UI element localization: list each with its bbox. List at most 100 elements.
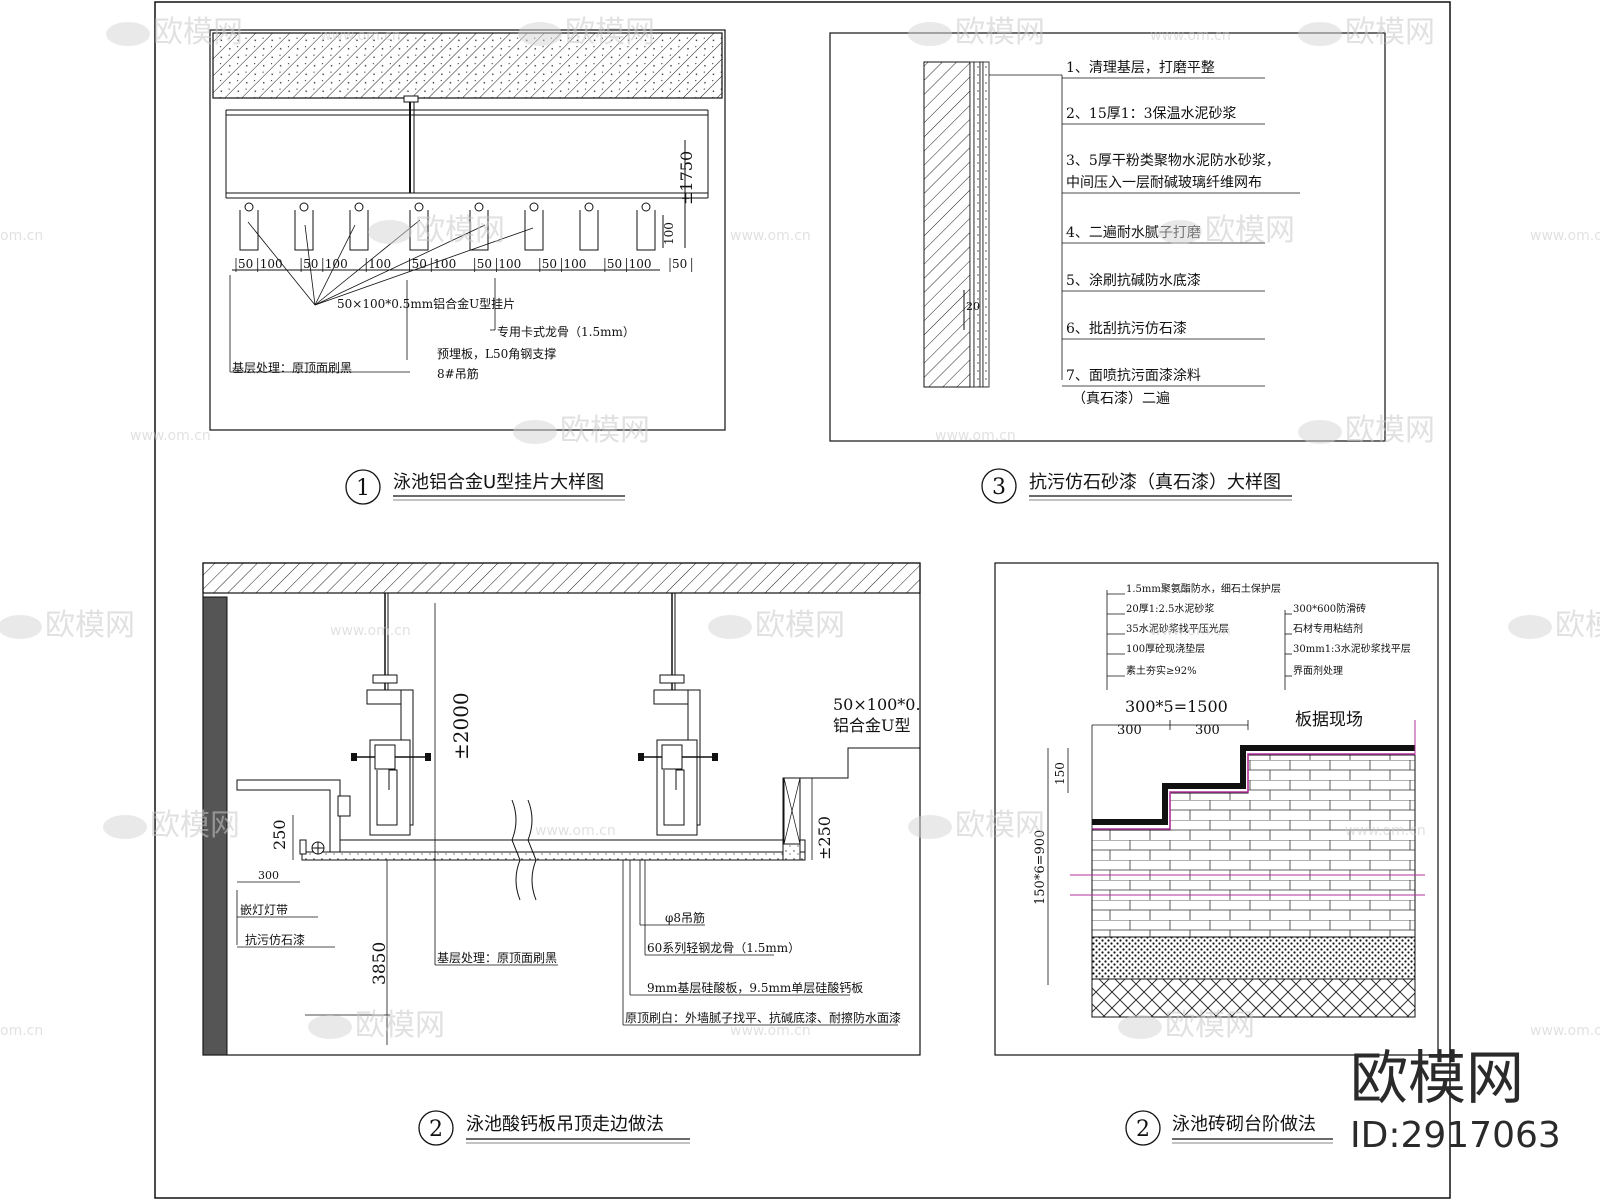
watermark-url: www.om.cn (1530, 228, 1600, 244)
label-u-strip: 50×100*0.5mm铝合金U型挂片 (337, 296, 515, 311)
calcium-board (301, 851, 806, 861)
dim-300-a: 300 (1117, 723, 1142, 738)
dim-300: 300 (258, 869, 279, 882)
panel-1-number: 1 (356, 476, 370, 501)
label-rod: 8#吊筋 (437, 366, 479, 381)
watermark-url: www.om.cn (730, 228, 811, 244)
watermark-logo: 欧模网 (153, 15, 243, 50)
step-note-left: 1.5mm聚氨酯防水，细石土保护层 (1126, 582, 1281, 595)
dim-300-b: 300 (1195, 723, 1220, 738)
panel-2b-number-circle (1125, 1110, 1161, 1146)
strip-clip (244, 202, 254, 212)
spacing-label: 100 (368, 257, 391, 271)
watermark-logo: 欧模网 (1165, 1008, 1255, 1043)
watermark-url: www.om.cn (1345, 823, 1426, 839)
strip-clip (414, 202, 424, 212)
watermark-logo: 欧模网 (1345, 15, 1435, 50)
panel-3-number: 3 (992, 475, 1006, 500)
step-note-left: 100厚砼现浇垫层 (1126, 642, 1205, 655)
layer-note: 3、5厚干粉类聚物水泥防水砂浆， (1066, 153, 1280, 169)
u-strip (294, 210, 314, 251)
strip-clip (299, 202, 309, 212)
panel-2-brick-step-detail: 300*5=1500 300 300 板据现场 150 150*6=900 1.… (994, 562, 1439, 1146)
layer-notes: 1、清理基层，打磨平整 2、15厚1：3保温水泥砂浆 3、5厚干粉类聚物水泥防水砂浆… (1062, 59, 1300, 407)
watermark-url: www.om.cn (130, 428, 211, 444)
panel-2b-title: 泳池砖砌台阶做法 (1172, 1114, 1316, 1135)
watermark-logo: 欧模网 (1205, 213, 1295, 248)
hanger-nut (372, 674, 398, 684)
step-layer-notes: 1.5mm聚氨酯防水，细石土保护层20厚1:2.5水泥砂浆35水泥砂浆找平压光层… (1107, 582, 1411, 677)
dim-20: 20 (966, 300, 980, 313)
step-note-right: 石材专用粘结剂 (1293, 622, 1363, 635)
dim-1500: 300*5=1500 (1125, 697, 1228, 716)
layer-note: 1、清理基层，打磨平整 (1066, 59, 1215, 76)
watermark-url: www.om.cn (330, 623, 411, 639)
step-note-right: 300*600防滑砖 (1293, 602, 1366, 615)
dim-100: 100 (662, 222, 676, 245)
hanger-nut (659, 674, 685, 684)
spacing-label: 100 (325, 257, 348, 271)
u-strip (524, 210, 544, 251)
panel-2a-leaders (236, 850, 898, 1045)
label-embed-plate: 预埋板，L50角钢支撑 (437, 346, 556, 361)
spacing-label: 100 (260, 257, 283, 271)
panel-3-frame (829, 32, 1386, 442)
spacing-label: 100 (498, 257, 521, 271)
compacted-soil (1091, 978, 1416, 1018)
label-u-strip-1: 50×100*0. (833, 695, 921, 714)
spacing-label: 50 (412, 257, 427, 271)
panel-2b-number: 2 (1136, 1117, 1150, 1142)
strip-clip (641, 202, 651, 212)
wall-section (923, 61, 971, 388)
dim-pm-250: ±250 (815, 816, 834, 860)
watermark-logo: 欧模网 (955, 808, 1045, 843)
panel-2a-number: 2 (429, 1117, 443, 1142)
brand-logo-text: 欧模网 (1350, 1044, 1524, 1112)
layer-note: 5、涂刷抗碱防水底漆 (1066, 273, 1201, 289)
label-keel-2a: 60系列轻钢龙骨（1.5mm） (647, 941, 800, 955)
layer-note: （真石漆）二遍 (1072, 391, 1170, 407)
ceiling-slab (202, 562, 921, 594)
step-note-right: 30mm1:3水泥砂浆找平层 (1293, 642, 1411, 655)
strip-clip (354, 202, 364, 212)
spacing-label: 100 (433, 257, 456, 271)
label-finish: 原顶刷白：外墙腻子找平、抗碱底漆、耐擦防水面漆 (625, 1010, 901, 1025)
watermark-logo: 欧模网 (955, 15, 1045, 50)
watermark-logo: 欧模网 (755, 608, 845, 643)
step-note-left: 20厚1:2.5水泥砂浆 (1126, 602, 1214, 615)
spacing-label: 50 (607, 257, 622, 271)
gravel-bed (1091, 936, 1416, 980)
spacing-label: 100 (564, 257, 587, 271)
panel-1-title: 泳池铝合金U型挂片大样图 (393, 472, 604, 493)
panel-3-stone-paint-detail: 20 1、清理基层，打磨平整 2、15厚1：3保温水泥砂浆 3、5厚干粉类聚物水泥防… (829, 32, 1386, 504)
label-keel: 专用卡式龙骨（1.5mm） (497, 324, 635, 339)
leader-lines (229, 219, 534, 373)
waterproof-line (1092, 753, 1415, 830)
watermark-logo: 欧模网 (1345, 413, 1435, 448)
watermark-logo: 欧模网 (415, 213, 505, 248)
label-light-strip: 嵌灯灯带 (240, 903, 288, 917)
concrete-slab (212, 32, 723, 99)
watermark-url: www.om.cn (1530, 1023, 1600, 1039)
u-strip-row (239, 202, 656, 251)
u-strip (469, 210, 489, 251)
spacing-label: 50 (303, 257, 318, 271)
watermark-url: www.om.cn (320, 28, 401, 44)
watermark-url: om.cn (0, 1023, 43, 1039)
watermark-logo: 欧模网 (45, 608, 135, 643)
panel-2-ceiling-edge-detail: ±2000 250 300 ±250 50×100*0. 铝合金U型 嵌灯灯带 … (202, 562, 921, 1146)
dim-1750: ±1750 (677, 151, 696, 205)
layer-note: 2、15厚1：3保温水泥砂浆 (1066, 106, 1237, 122)
watermark-url: om.cn (0, 228, 43, 244)
layer-note: 7、面喷抗污面漆涂料 (1066, 368, 1201, 384)
strip-clip (474, 202, 484, 212)
label-paint: 抗污仿石漆 (245, 932, 305, 947)
step-note-left: 素土夯实≥92% (1126, 664, 1197, 677)
panel-3-title: 抗污仿石砂漆（真石漆）大样图 (1029, 472, 1281, 493)
watermark-url: www.om.cn (1150, 28, 1231, 44)
dim-150: 150 (1053, 762, 1067, 785)
